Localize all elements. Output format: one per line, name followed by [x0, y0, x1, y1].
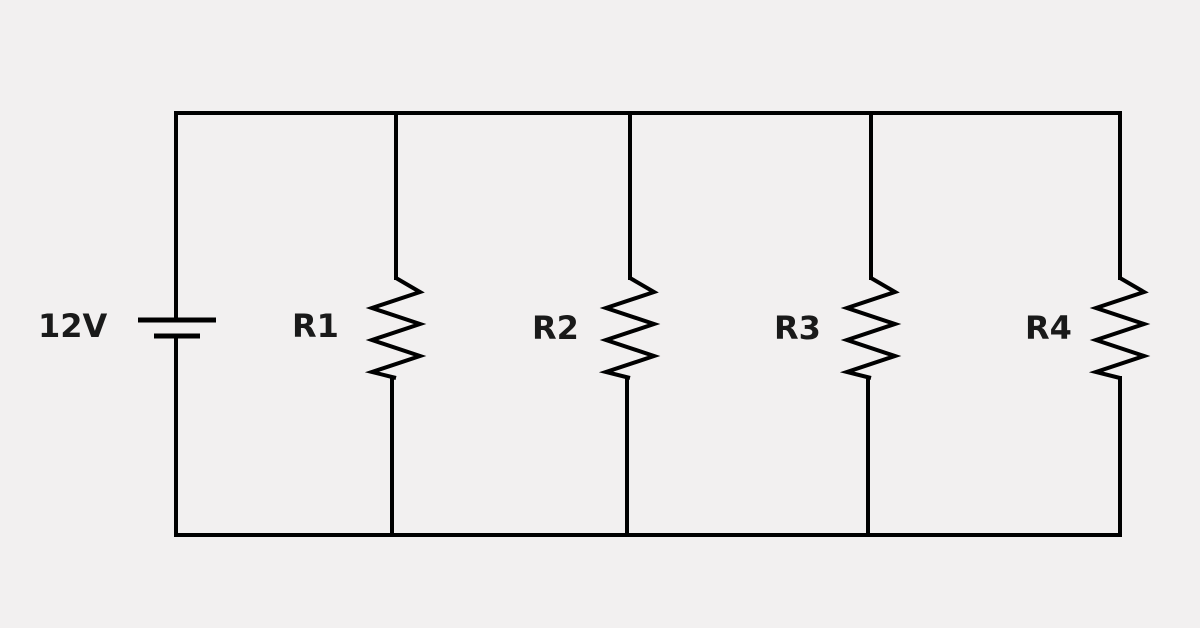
resistor-r3-label: R3: [774, 309, 821, 347]
battery-voltage-label: 12V: [38, 307, 108, 345]
r1-resistor-symbol: [364, 276, 427, 380]
resistor-r4-label: R4: [1025, 309, 1072, 347]
r3-resistor-symbol: [839, 276, 902, 380]
r4-resistor-symbol: [1088, 276, 1151, 380]
r2-resistor-symbol: [598, 276, 661, 380]
resistor-r4: [1088, 111, 1151, 537]
resistor-r1: [364, 111, 427, 537]
resistor-r2-label: R2: [532, 309, 579, 347]
resistor-r2: [598, 111, 661, 537]
resistor-r1-label: R1: [292, 307, 339, 345]
resistor-r3: [839, 111, 902, 537]
